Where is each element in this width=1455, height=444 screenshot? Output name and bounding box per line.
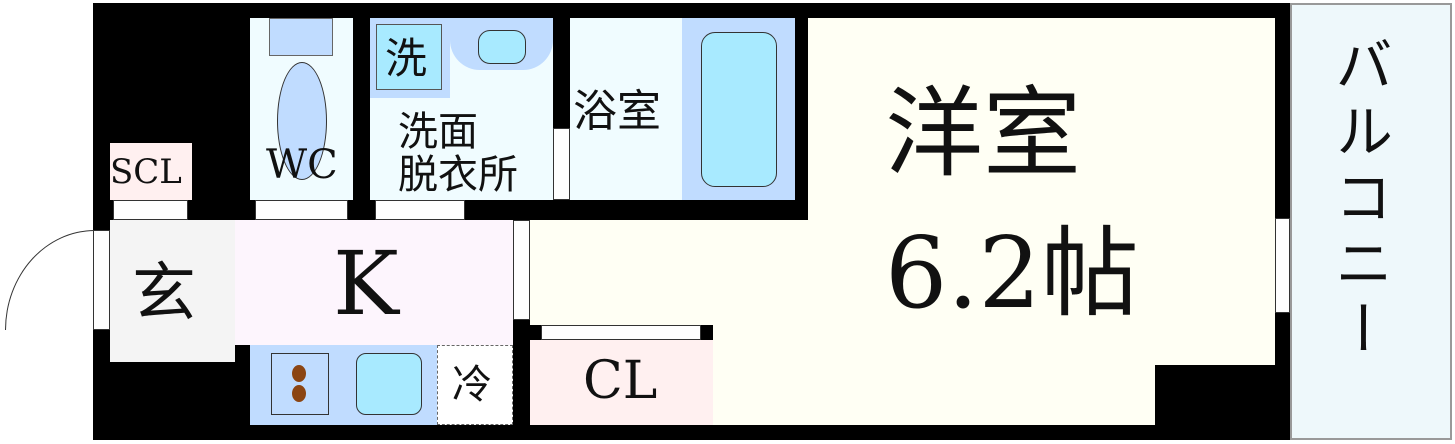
front-door-swing	[5, 230, 95, 330]
entrance-label: 玄	[132, 257, 196, 331]
toilet-tank-icon	[269, 18, 333, 56]
balcony-label: バルコニー	[1325, 35, 1393, 365]
western-room-lower	[713, 325, 1155, 425]
toilet-door[interactable]	[255, 200, 348, 220]
kitchen-label: K	[333, 232, 399, 335]
washer-box	[376, 24, 442, 90]
sink-basin-icon	[478, 30, 526, 64]
fridge-label: 冷	[452, 362, 492, 408]
western-room	[808, 18, 1275, 365]
toilet-bowl-icon	[277, 62, 327, 180]
burner-icon	[292, 365, 306, 382]
shoe-closet-door[interactable]	[113, 200, 188, 220]
western-room-name: 洋室	[885, 77, 1082, 191]
closet-door[interactable]	[541, 325, 701, 340]
closet-label: CL	[583, 351, 658, 411]
balcony	[1290, 3, 1452, 440]
toilet-label: WC	[266, 142, 338, 188]
shoe-closet	[110, 143, 192, 200]
western-room-hall	[530, 220, 820, 325]
stove-icon	[271, 353, 329, 415]
burner-icon	[292, 385, 306, 402]
shoe-closet-label: SCL	[110, 152, 182, 192]
front-door[interactable]	[93, 230, 110, 330]
washroom-label-1: 洗面	[398, 109, 478, 155]
washroom-label-2: 脱衣所	[398, 152, 518, 198]
entrance	[110, 220, 235, 362]
bathroom-label: 浴室	[573, 86, 661, 137]
kitchen	[215, 220, 513, 345]
western-room-size: 6.2帖	[885, 217, 1139, 331]
fridge-space	[437, 345, 513, 425]
bathroom-door[interactable]	[553, 128, 570, 200]
bathtub-basin-icon	[701, 32, 777, 187]
closet	[530, 340, 713, 425]
kitchen-sink-icon	[356, 353, 422, 415]
washer-label: 洗	[385, 34, 428, 83]
room-door[interactable]	[513, 220, 530, 320]
washroom-door[interactable]	[375, 200, 465, 220]
balcony-door[interactable]	[1275, 218, 1290, 313]
